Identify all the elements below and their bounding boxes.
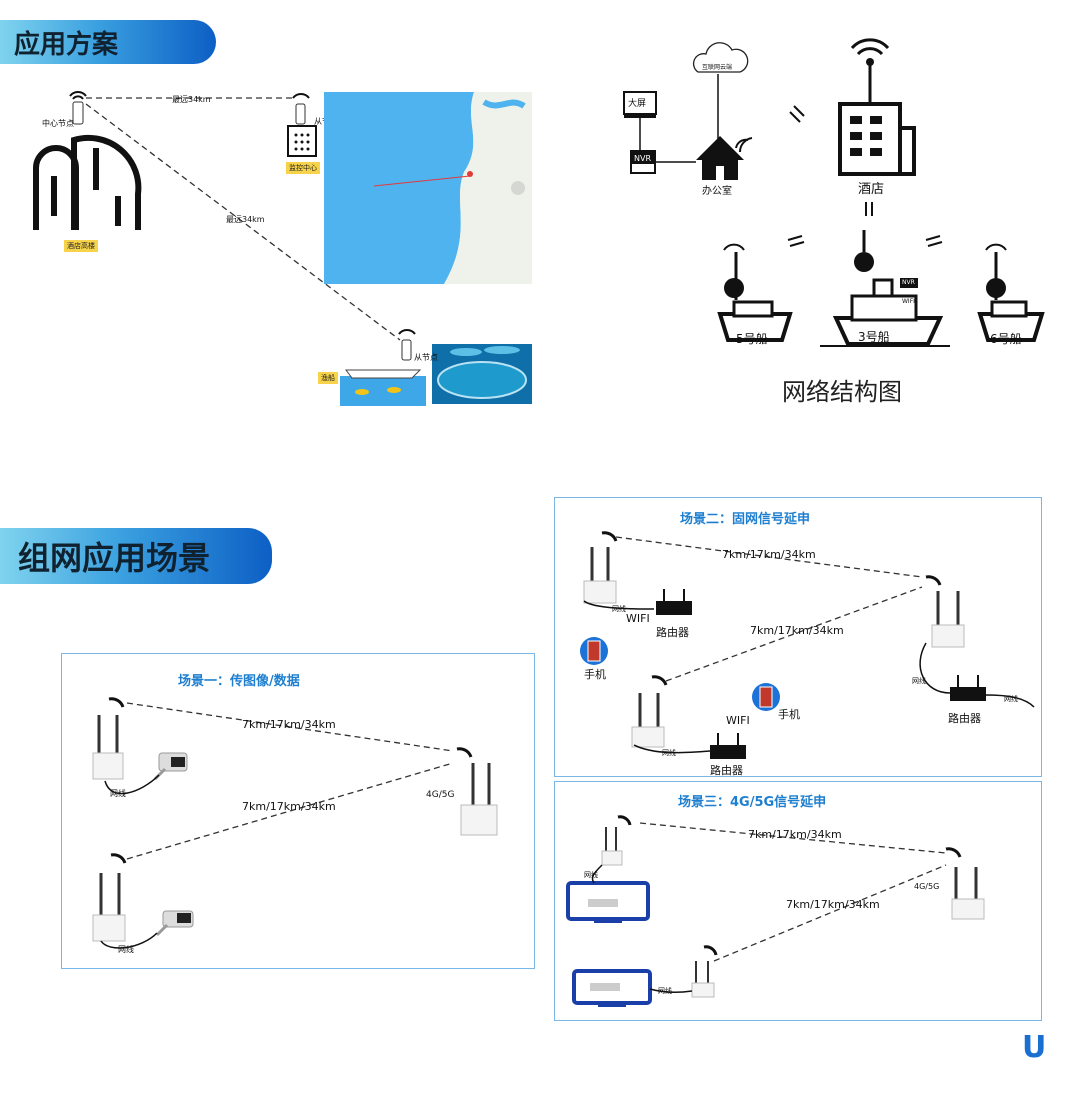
cpe-device-icon bbox=[456, 747, 498, 836]
monitor-icon bbox=[572, 969, 652, 1007]
map-shape bbox=[324, 92, 532, 284]
wire-label: 网线 bbox=[612, 605, 626, 613]
hotel-building-icon bbox=[33, 134, 142, 230]
fishing-boat-image bbox=[340, 369, 426, 406]
section-banner-scenarios: 组网应用场景 bbox=[0, 528, 272, 584]
cpe-device-icon bbox=[583, 531, 618, 604]
slave-node-icon bbox=[292, 93, 310, 125]
central-node-icon bbox=[69, 91, 87, 125]
scene-2-title: 场景二：固网信号延申 bbox=[680, 512, 811, 527]
distance-label: 最远34km bbox=[226, 215, 265, 224]
scene-1-panel bbox=[61, 653, 535, 969]
cloud-icon bbox=[692, 42, 749, 73]
phone-label: 手机 bbox=[584, 668, 606, 681]
band-label: 4G/5G bbox=[426, 790, 455, 800]
boat-tag: 渔船 bbox=[318, 372, 338, 384]
hotel-building-icon bbox=[838, 38, 916, 176]
ship-5-icon bbox=[717, 243, 793, 342]
router-icon bbox=[950, 675, 986, 701]
wire-label: 网线 bbox=[912, 677, 926, 685]
office-house-icon bbox=[696, 136, 753, 180]
office-label: 办公室 bbox=[702, 186, 732, 197]
screen-icon bbox=[623, 91, 657, 118]
monitor-icon bbox=[566, 881, 650, 923]
distance-label: 最远34km bbox=[172, 95, 211, 104]
bidirectional-arrow-icon bbox=[789, 105, 805, 123]
ship-6-label: 6号船 bbox=[990, 332, 1022, 346]
cpe-device-icon bbox=[92, 853, 127, 942]
slave-node-label: 从节点 bbox=[414, 353, 438, 362]
central-node-label: 中心节点 bbox=[42, 119, 74, 128]
wire-label: 网线 bbox=[584, 871, 598, 879]
hotel-tag: 酒店高楼 bbox=[64, 240, 98, 252]
cpe-device-icon bbox=[945, 847, 985, 920]
ship-6-icon bbox=[977, 243, 1045, 342]
distance-label: 7km/17km/34km bbox=[242, 718, 336, 731]
scene-1-diagram bbox=[92, 697, 498, 949]
cpe-device-icon bbox=[925, 575, 965, 648]
distance-label: 7km/17km/34km bbox=[750, 624, 844, 637]
section-banner-solution: 应用方案 bbox=[0, 20, 216, 64]
distance-label: 7km/17km/34km bbox=[748, 828, 842, 841]
distance-label: 7km/17km/34km bbox=[722, 548, 816, 561]
router-icon bbox=[710, 733, 746, 759]
ship-5-label: 5号船 bbox=[736, 332, 768, 346]
slave-node-icon bbox=[398, 329, 416, 361]
bidirectional-arrow-icon bbox=[787, 235, 943, 247]
distance-label: 7km/17km/34km bbox=[786, 898, 880, 911]
wifi-label: WIFI bbox=[626, 612, 650, 625]
phone-icon bbox=[752, 683, 780, 711]
camera-icon bbox=[153, 752, 188, 781]
band-label: 4G/5G bbox=[914, 882, 940, 891]
deployment-links bbox=[33, 91, 532, 406]
cpe-device-icon bbox=[631, 675, 668, 748]
scene-1-title: 场景一：传图像/数据 bbox=[178, 674, 300, 689]
screen-label: 大屏 bbox=[628, 99, 647, 109]
wifi-label: WIFI bbox=[726, 714, 750, 727]
monitor-center-building-icon bbox=[287, 125, 317, 157]
phone-label: 手机 bbox=[778, 708, 800, 721]
coastal-map bbox=[324, 92, 532, 284]
diagram-title: 网络结构图 bbox=[782, 378, 902, 406]
scene-3-diagram bbox=[566, 815, 985, 1007]
wire-label: 网线 bbox=[1004, 695, 1018, 703]
wire-label: 网线 bbox=[118, 945, 134, 954]
network-structure-diagram bbox=[623, 38, 1045, 347]
scene-3-title: 场景三：4G/5G信号延申 bbox=[678, 795, 827, 810]
wire-label: 网线 bbox=[110, 789, 126, 798]
hotel-label: 酒店 bbox=[858, 182, 885, 197]
router-icon bbox=[656, 589, 692, 615]
router-label: 路由器 bbox=[710, 764, 743, 777]
distance-label: 7km/17km/34km bbox=[242, 800, 336, 813]
banner-title: 应用方案 bbox=[14, 29, 119, 60]
router-label: 路由器 bbox=[948, 712, 981, 725]
ship-wifi-label: WIFI bbox=[902, 298, 915, 305]
vertical-arrow-icon bbox=[865, 202, 873, 216]
nvr-label: NVR bbox=[634, 154, 652, 163]
camera-icon bbox=[155, 910, 194, 937]
slave-node-label: 从节 bbox=[314, 117, 330, 126]
wire-label: 网线 bbox=[662, 749, 676, 757]
nvr-icon bbox=[630, 150, 656, 174]
wire-label: 网线 bbox=[658, 987, 672, 995]
cpe-device-icon bbox=[92, 697, 125, 780]
scene-2-diagram bbox=[580, 531, 1035, 759]
ship-3-icon bbox=[820, 230, 950, 347]
cpe-device-icon bbox=[691, 945, 718, 998]
brand-logo: U bbox=[1022, 1030, 1046, 1065]
fish-farm-image bbox=[432, 344, 532, 404]
ship-nvr-label: NVR bbox=[902, 279, 915, 286]
ship-3-label: 3号船 bbox=[858, 330, 890, 344]
monitor-center-tag: 监控中心 bbox=[286, 162, 320, 174]
cloud-label: 互联网云端 bbox=[702, 64, 733, 71]
banner-title: 组网应用场景 bbox=[18, 539, 211, 577]
phone-icon bbox=[580, 637, 608, 665]
cpe-device-icon bbox=[601, 815, 632, 866]
router-label: 路由器 bbox=[656, 626, 689, 639]
